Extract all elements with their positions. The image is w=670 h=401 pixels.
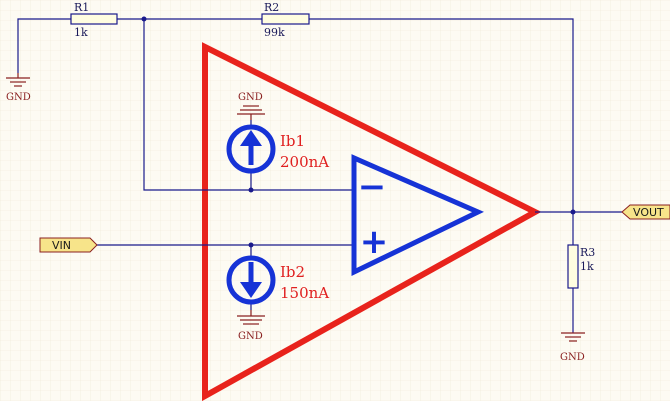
opamp-triangle[interactable]	[351, 154, 484, 276]
resistor-r3[interactable]	[567, 244, 579, 289]
r3-ref-label: R3	[580, 246, 595, 259]
ground-symbol-ib1: GND	[237, 92, 265, 120]
ground-label-r3: GND	[560, 352, 585, 363]
r2-value-label: 99k	[264, 26, 285, 39]
port-vin[interactable]: VIN	[39, 237, 98, 253]
resistor-r1[interactable]	[70, 13, 118, 25]
current-source-ib2[interactable]	[226, 255, 276, 305]
ground-symbol-ib2: GND	[237, 310, 265, 342]
ground-label-ib2: GND	[238, 331, 263, 342]
r1-ref-label: R1	[74, 1, 89, 14]
wires	[17, 18, 622, 333]
resistor-r2[interactable]	[261, 13, 310, 25]
r1-value-label: 1k	[74, 26, 88, 39]
junction-noninverting	[248, 242, 254, 248]
ground-label-ib1: GND	[238, 92, 263, 103]
junction-output	[570, 209, 576, 215]
ib2-ref-label: Ib2	[280, 263, 305, 281]
current-source-ib1[interactable]	[226, 124, 276, 174]
opamp-inverting-symbol: −	[358, 167, 387, 207]
r2-ref-label: R2	[264, 1, 279, 14]
outer-amplifier-triangle	[202, 42, 542, 401]
ground-symbol-r3: GND	[560, 332, 585, 363]
r3-value-label: 1k	[580, 260, 594, 273]
junction-inverting	[248, 187, 254, 193]
port-vout[interactable]: VOUT	[621, 204, 670, 220]
ib1-value-label: 200nA	[280, 153, 329, 171]
ib2-value-label: 150nA	[280, 284, 329, 302]
ground-label-r1: GND	[6, 92, 31, 103]
opamp-noninverting-symbol: +	[360, 222, 389, 262]
junction-r1-r2	[141, 16, 147, 22]
port-vout-label: VOUT	[633, 206, 664, 219]
ib1-ref-label: Ib1	[280, 132, 305, 150]
port-vin-label: VIN	[52, 239, 71, 252]
ground-symbol-r1: GND	[6, 73, 31, 103]
